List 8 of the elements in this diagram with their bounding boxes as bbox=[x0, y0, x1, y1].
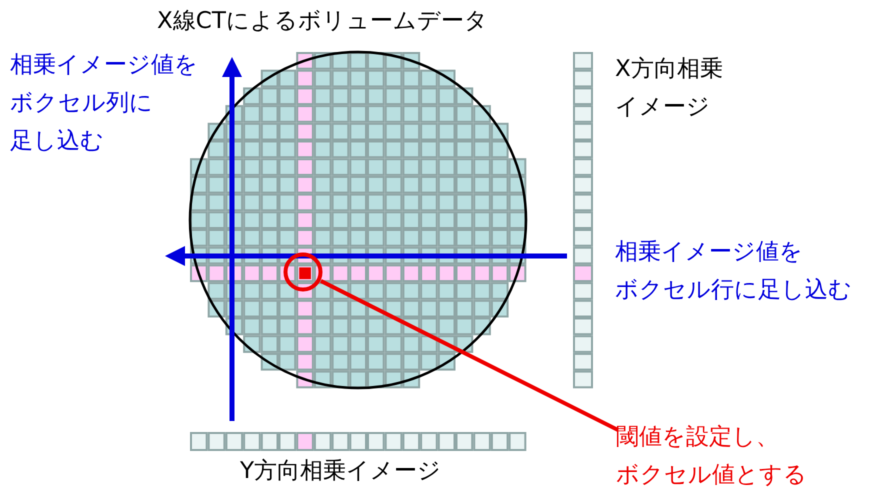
axis-label: Y方向相乗イメージ bbox=[240, 457, 442, 486]
annotation-text: 閾値を設定し、ボクセル値とする bbox=[616, 418, 807, 490]
highlight-circle bbox=[283, 252, 323, 292]
leader-line bbox=[320, 279, 619, 432]
instruction-text: 相乗イメージ値をボクセル行に足し込む bbox=[615, 238, 852, 305]
instruction-text: 相乗イメージ値をボクセル列に足し込む bbox=[10, 51, 198, 156]
title: X線CTによるボリュームデータ bbox=[157, 7, 488, 36]
axis-label: X方向相乗イメージ bbox=[615, 55, 723, 122]
